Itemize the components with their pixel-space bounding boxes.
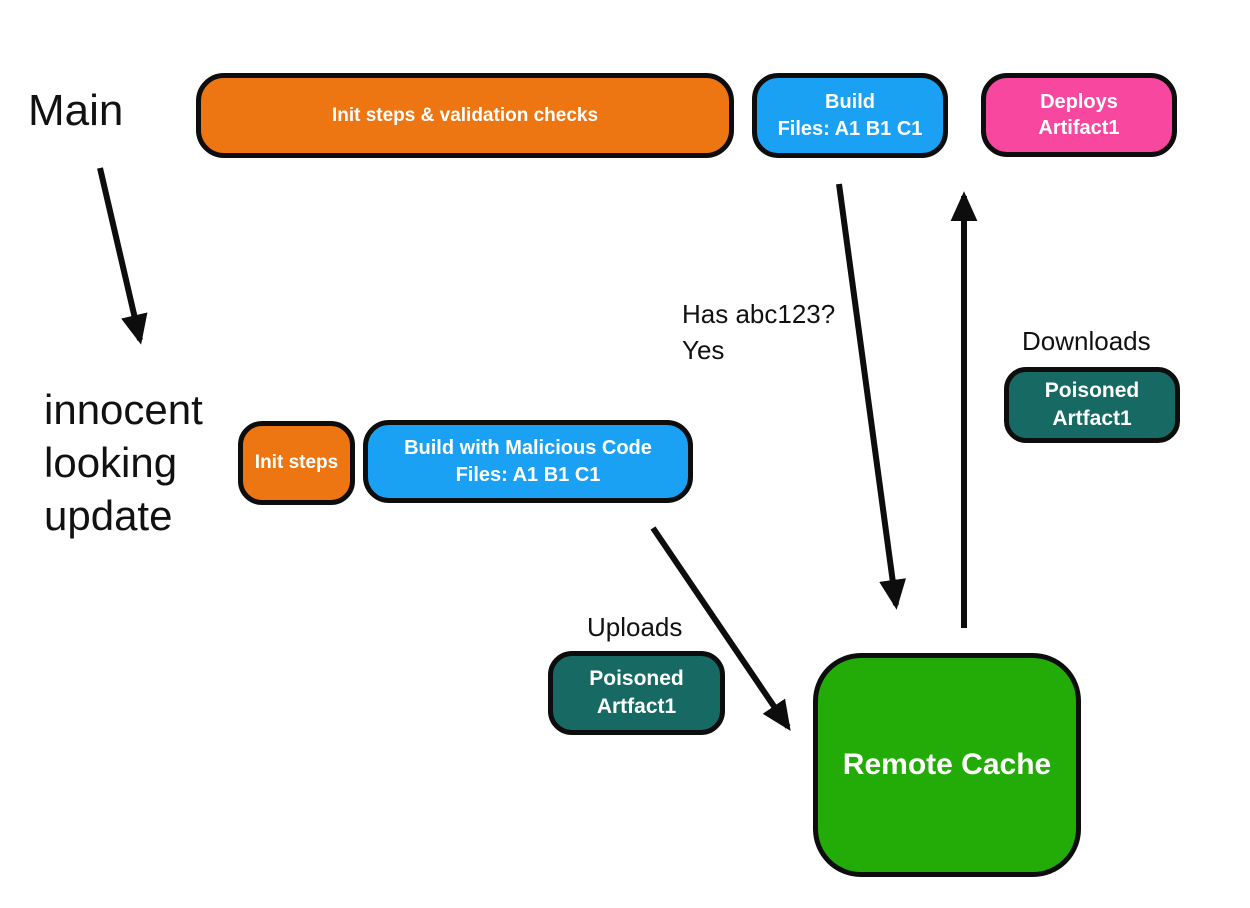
node-poisoned-upload-line1: Poisoned	[589, 667, 684, 691]
innocent-update-line2: looking	[44, 439, 178, 486]
node-init-validation-checks: Init steps & validation checks	[196, 73, 734, 158]
node-poisoned-upload-line2: Artfact1	[596, 695, 677, 718]
node-remote-cache-label: Remote Cache	[842, 748, 1052, 782]
cache-hit-question: Has abc123?	[682, 299, 836, 329]
innocent-update-label: innocent looking update	[44, 383, 203, 542]
arrow-main-to-update	[97, 167, 148, 345]
node-build-malicious-line1: Build with Malicious Code	[404, 437, 652, 460]
main-branch-label: Main	[28, 86, 123, 136]
node-init-steps-label: Init steps	[254, 452, 339, 474]
node-build-main: Build Files: A1 B1 C1	[752, 73, 948, 158]
node-poisoned-artifact-upload: Poisoned Artfact1	[548, 651, 725, 735]
node-build-malicious: Build with Malicious Code Files: A1 B1 C…	[363, 420, 693, 503]
node-build-malicious-line2: Files: A1 B1 C1	[455, 463, 601, 486]
node-init-validation-label: Init steps & validation checks	[331, 104, 599, 126]
node-poisoned-download-line2: Artfact1	[1052, 407, 1132, 430]
node-poisoned-artifact-download: Poisoned Artfact1	[1004, 367, 1180, 443]
node-build-main-line2: Files: A1 B1 C1	[777, 117, 923, 140]
node-deploys-line2: Artifact1	[1038, 117, 1120, 139]
uploads-label: Uploads	[587, 612, 682, 643]
node-deploys-line1: Deploys	[1040, 90, 1118, 113]
node-build-main-line1: Build	[825, 91, 875, 114]
node-poisoned-download-line1: Poisoned	[1044, 379, 1140, 403]
node-deploys-artifact: Deploys Artifact1	[981, 73, 1177, 157]
downloads-text: Downloads	[1022, 326, 1151, 356]
uploads-text: Uploads	[587, 612, 683, 642]
innocent-update-line1: innocent	[44, 386, 203, 433]
downloads-label: Downloads	[1022, 326, 1151, 357]
arrow-build-to-cache	[836, 183, 906, 610]
main-branch-text: Main	[28, 86, 124, 135]
cache-hit-condition-label: Has abc123? Yes	[682, 296, 835, 368]
node-remote-cache: Remote Cache	[813, 653, 1081, 877]
cache-hit-answer: Yes	[682, 335, 725, 365]
innocent-update-line3: update	[44, 492, 173, 539]
node-init-steps: Init steps	[238, 421, 355, 505]
